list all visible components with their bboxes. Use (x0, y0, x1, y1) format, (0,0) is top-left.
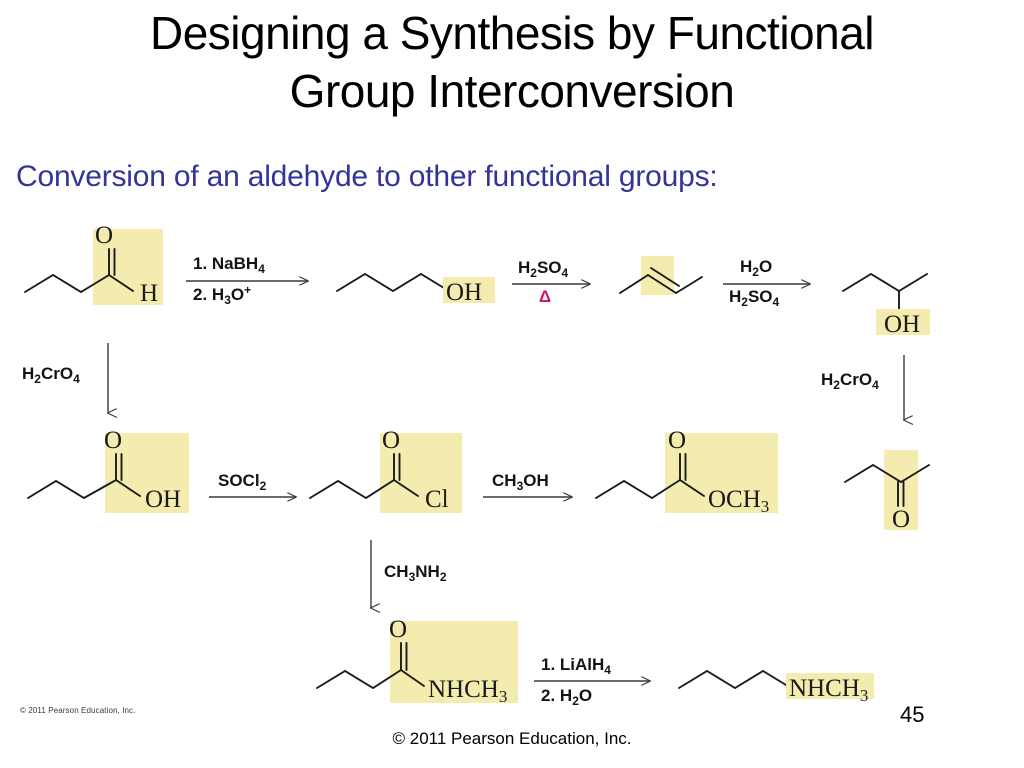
atom-label-O-ester: O (668, 427, 686, 454)
reaction-scheme: .bond{stroke:#1a1a1a;stroke-width:1.9;fi… (0, 215, 1024, 725)
structure-butanoyl-chloride: O Cl (309, 427, 462, 513)
arrow-1-group: 1. NaBH4 2. H3O+ (186, 254, 308, 307)
highlight-amine (786, 673, 874, 699)
arrow-6-group: SOCl2 (209, 471, 296, 497)
arrow-4-label: H2CrO4 (22, 364, 80, 386)
arrow-3-label-above: H2O (740, 257, 772, 279)
arrow-1-label-below: 2. H3O+ (193, 283, 251, 307)
atom-label-OH-2: OH (884, 311, 920, 338)
structure-methyl-ester: O OCH3 (595, 427, 778, 516)
arrow-6-label: SOCl2 (218, 471, 267, 493)
page-number: 45 (900, 702, 925, 727)
atom-label-OCH3: OCH3 (708, 486, 769, 516)
atom-label-O-ketone: O (892, 506, 910, 533)
highlight-ester (665, 433, 778, 513)
atom-label-O-amide: O (389, 616, 407, 643)
highlight-ketone (884, 450, 918, 530)
arrow-9-label-below: 2. H2O (541, 686, 592, 708)
arrow-3-group: H2O H2SO4 (723, 257, 810, 309)
structure-amine: NHCH3 (678, 669, 874, 705)
page-subtitle: Conversion of an aldehyde to other funct… (16, 160, 718, 193)
arrow-4-down-left-group: H2CrO4 (22, 343, 108, 413)
arrow-5-down-right-group: H2CrO4 (821, 355, 904, 420)
atom-label-NHCH3-amine: NHCH3 (789, 675, 868, 705)
atom-label-H: H (140, 280, 158, 307)
copyright-small: © 2011 Pearson Education, Inc. (20, 706, 136, 715)
reaction-scheme-svg: .bond{stroke:#1a1a1a;stroke-width:1.9;fi… (22, 222, 930, 708)
structure-butanoic-acid: O OH (27, 427, 189, 513)
structure-amide: O NHCH3 (316, 616, 518, 706)
arrow-5-label: H2CrO4 (821, 370, 879, 392)
arrow-8-label: CH3NH2 (384, 562, 447, 584)
arrow-9-group: 1. LiAlH4 2. H2O (534, 655, 650, 708)
arrow-3-label-below: H2SO4 (729, 287, 780, 309)
arrow-9-label-above: 1. LiAlH4 (541, 655, 611, 677)
atom-label-OH: OH (446, 279, 482, 306)
page-title: Designing a Synthesis by Functional Grou… (0, 4, 1024, 120)
structure-butene (619, 256, 703, 295)
arrow-7-group: CH3OH (483, 471, 572, 497)
structure-butanal: O H (24, 222, 163, 307)
highlight-amide (390, 621, 518, 703)
arrow-2-label-above: H2SO4 (518, 258, 569, 280)
structure-sec-butanol: OH (842, 272, 930, 338)
arrow-8-down-group: CH3NH2 (371, 540, 447, 608)
highlight-aldehyde (93, 229, 163, 305)
page-title-line-1: Designing a Synthesis by Functional (149, 7, 875, 59)
highlight-oh (443, 277, 495, 303)
highlight-oh-2 (876, 309, 930, 335)
atom-label-O-acylchloride: O (382, 427, 400, 454)
arrow-2-group: H2SO4 Δ (512, 258, 590, 306)
structure-butanone: O (844, 450, 930, 533)
structure-butanol: OH (336, 272, 495, 306)
arrow-7-label: CH3OH (492, 471, 549, 493)
arrow-2-label-below-delta: Δ (539, 287, 551, 306)
highlight-carboxyl (105, 433, 189, 513)
atom-label-O: O (95, 222, 113, 249)
atom-label-NHCH3-amide: NHCH3 (428, 676, 507, 706)
atom-label-Cl: Cl (425, 486, 449, 513)
atom-label-O-acid: O (104, 427, 122, 454)
atom-label-OH-acid: OH (145, 486, 181, 513)
copyright-large: © 2011 Pearson Education, Inc. (392, 729, 632, 748)
arrow-1-label-above: 1. NaBH4 (193, 254, 265, 276)
page-title-line-2: Group Interconversion (289, 65, 735, 117)
